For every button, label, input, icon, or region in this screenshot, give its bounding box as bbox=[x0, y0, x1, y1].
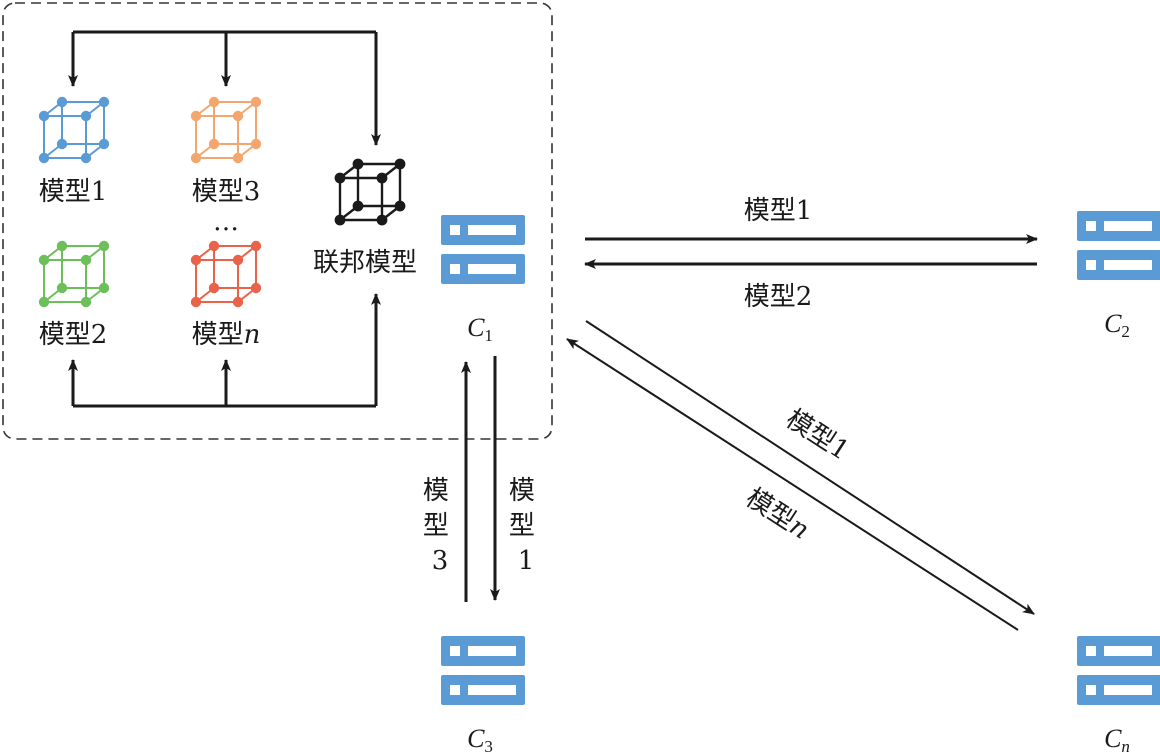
client-c1-boundary bbox=[2, 2, 553, 440]
link-c1-to-cn-label: 模型1 bbox=[780, 404, 854, 466]
federated-model-label: 联邦模型 bbox=[313, 248, 417, 278]
client-c2-label: C2 bbox=[1104, 309, 1130, 341]
client-cn-label: Cn bbox=[1104, 724, 1130, 754]
link-c2-to-c1-label: 模型2 bbox=[744, 282, 813, 312]
local-model-n-icon bbox=[190, 240, 262, 308]
client-c1-label: C1 bbox=[467, 313, 493, 345]
local-model-3-label: 模型3 bbox=[192, 177, 261, 207]
local-model-2-icon bbox=[38, 240, 110, 308]
ellipsis: … bbox=[213, 207, 239, 237]
local-model-1-icon bbox=[38, 96, 110, 164]
client-c3-label: C3 bbox=[467, 724, 493, 754]
arrow-cn-to-c1 bbox=[566, 338, 1019, 631]
link-c3-to-c1-label: 模 型 3 bbox=[423, 476, 457, 576]
link-c1-to-c3-label: 模 型 1 bbox=[509, 476, 543, 576]
client-c2-server-icon bbox=[1077, 211, 1160, 280]
local-model-n-label: 模型n bbox=[192, 320, 261, 350]
client-c1-server-icon bbox=[441, 215, 525, 284]
local-model-2-label: 模型2 bbox=[39, 320, 108, 350]
arrow-c1-to-cn bbox=[585, 320, 1035, 615]
local-model-1-label: 模型1 bbox=[39, 177, 108, 207]
local-model-3-icon bbox=[190, 96, 262, 164]
client-cn-server-icon bbox=[1077, 636, 1160, 705]
link-c1-to-c2-label: 模型1 bbox=[744, 196, 813, 226]
federated-model-icon bbox=[334, 158, 406, 226]
client-c3-server-icon bbox=[441, 636, 525, 705]
